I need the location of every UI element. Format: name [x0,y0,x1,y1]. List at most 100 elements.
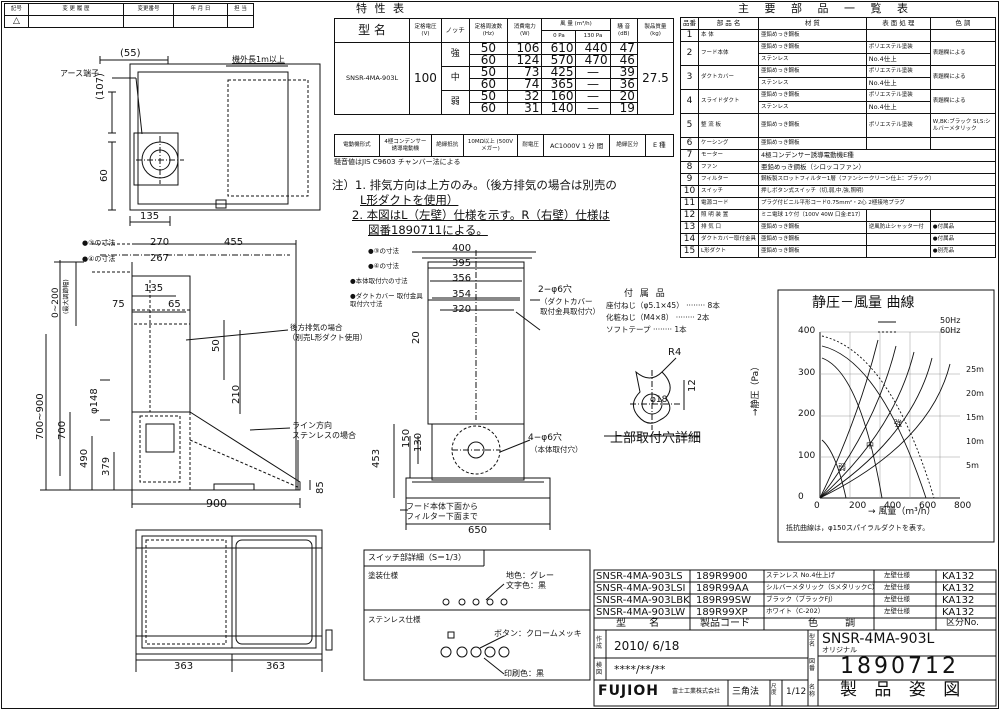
variant-color: ブラック（ブラックFJ） [766,595,837,603]
dim-354: 354 [452,289,472,300]
switch-stainless-label: ステンレス仕様 [368,615,421,624]
switch-detail-box [363,549,591,681]
graph-y-tick: 300 [798,367,816,378]
graph-legend-60: 60Hz [940,326,961,335]
variant-cls: KA132 [942,571,975,582]
tb-drawing-label: 図番 [809,658,816,672]
spec-notch-2: 中 [440,66,470,91]
front-hood-upper [431,423,525,481]
dim-700: 700 [57,420,68,440]
dim-135-top: 135 [140,211,160,222]
resistance-curve [819,345,897,499]
variant-cls: KA132 [942,583,975,594]
spec-mass: 27.5 [636,42,675,115]
variant-cls: KA132 [942,607,975,618]
line-direction-label: ライン方向 [292,421,332,430]
cord-length-label: 機外長1m以上 [232,55,285,64]
spec-notch-header: ノッチ [440,18,470,43]
spec-model: SNSR-4MA-903L [333,42,411,115]
spec-power: 31 [507,102,543,115]
part-color: 表題欄による [929,41,997,66]
withstand-value: AC1000V 1 分 間 [543,134,611,157]
dim-210: 210 [231,384,242,404]
graph-ylabel: →静圧（Pa） [751,361,761,416]
switch-painted-body: 地色：グレー [506,571,554,580]
hole-4-label-2: （本体取付穴） [530,445,583,454]
tb-name: 製 品 姿 図 [840,680,967,700]
dim4-front-label: ●④の寸法 [368,262,399,270]
variant-code: 189R99AA [696,583,749,594]
scale-value: 1/12 [786,687,807,697]
resistance-curve [819,363,951,499]
tb-model-label: 型名 [809,634,816,648]
tb-drawing-no: 1890712 [840,654,959,679]
motor-value: 4極コンデンサー誘導電動機 [378,134,432,157]
graph-xlabel: → 風量（m³/h） [868,507,936,517]
graph-x-tick: 400 [884,501,902,511]
filter-note: フード本体下面から [406,502,478,511]
hole-2-label: 2−φ6穴 [538,285,572,295]
variant-spec: 左壁仕様 [884,595,910,603]
variant-spec: 左壁仕様 [884,583,910,591]
dim-r4: R4 [668,347,682,358]
part-name: フード本体 [697,41,760,66]
part-no: 15 [680,245,699,258]
top-view-outline [129,63,321,211]
scale-label: 尺度 [771,684,777,696]
rear-exhaust-label-2: （別売L形ダクト使用） [288,333,368,342]
checked-date: ****/**/** [614,663,666,676]
hole-detail-shape [633,370,671,424]
range-0-200: 0~200 [51,287,61,318]
dim-50: 50 [211,339,222,352]
dim-20: 20 [411,331,422,344]
graph-resistance-tick: 20m [966,389,984,398]
graph-y-tick: 100 [798,450,816,461]
dim-379: 379 [101,456,112,476]
fan-curve-strong [821,345,927,499]
accessory-item: 座付ねじ（φ5.1×45） ········ 8本 [606,301,720,310]
dim-75: 75 [112,299,125,310]
hood-side [131,411,301,491]
line-direction-label-2: ステンレスの場合 [292,431,356,440]
spec-model-header: 型 名 [333,18,411,43]
graph-resistance-tick: 25m [966,365,984,374]
resistance-curve [819,339,879,499]
hole-4-label: 4−φ6穴 [528,433,562,443]
graph-x-tick: 0 [814,501,820,511]
graph-y-tick: 200 [798,409,816,419]
dim-55: (55) [120,48,141,59]
graph-x-tick: 200 [849,501,867,511]
variant-spec: 左壁仕様 [884,571,910,579]
variant-color: シルバーメタリック（SメタリックC） [766,583,879,591]
dim4-label: ●④の寸法 [82,255,116,263]
spec-noise-header: 騒 音 (dB) [609,18,638,43]
company-name: 富士工業株式会社 [672,688,721,695]
resistance-curve [819,357,933,499]
variant-header-color: 色 調 [808,618,868,629]
created-label: 作成 [596,636,603,650]
filter-note-2: フィルター下面まで [406,512,478,521]
accessory-item: 化粧ねじ（M4×8） ········ 2本 [606,313,710,322]
resistance-curve [819,351,915,499]
spec-title: 特 性 表 [356,2,406,15]
graph-resistance-tick: 10m [966,437,984,446]
dim-900: 900 [206,497,227,510]
note-2a: 2. 本図はL（左壁）仕様を示す。R（右壁）仕様は [352,208,610,222]
dim-130: 130 [413,432,424,452]
spec-freq-header: 定格周波数 (Hz) [468,18,509,43]
dim-85: 85 [315,481,326,494]
spec-notch-4: 弱 [440,90,470,115]
switch-stainless-print: 印刷色：黒 [504,669,544,678]
variant-color: ホワイト（C-202） [766,607,825,615]
tb-original: オリジナル [822,646,857,654]
note-2b: 図番1890711による。 [368,223,488,237]
graph-curve-label: 強 [894,419,902,428]
variant-color: ステンレス No.4仕上げ [766,571,835,579]
dim-phi148: φ148 [89,388,100,414]
part-color: ●別売品 [929,245,997,258]
dim-490: 490 [79,448,90,468]
projection-label: 三角法 [732,687,760,697]
insul-class-value: E 種 [644,134,675,157]
